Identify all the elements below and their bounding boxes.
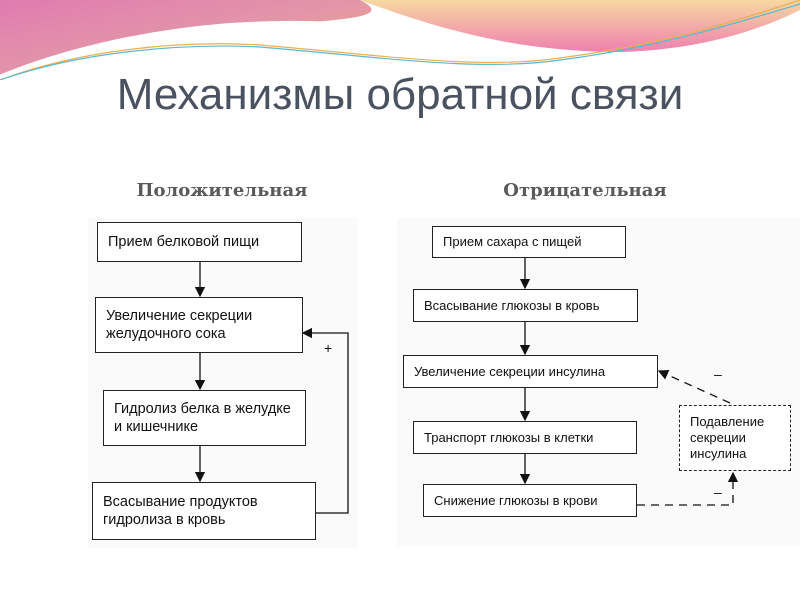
flow-box: Прием белковой пищи <box>97 222 302 262</box>
positive-sign: + <box>324 340 333 356</box>
negative-sign-top: – <box>714 366 722 382</box>
positive-heading: Положительная <box>136 180 308 201</box>
feedback-arrow <box>301 327 349 514</box>
flow-box: Снижение глюкозы в крови <box>423 484 637 517</box>
slide-title: Механизмы обратной связи <box>116 70 684 119</box>
header-decoration <box>0 0 800 80</box>
feedback-arrow <box>637 471 739 506</box>
flow-box: Увеличение секреции инсулина <box>403 355 658 388</box>
feedback-box: Подавление секреции инсулина <box>679 405 791 471</box>
flow-box: Всасывание глюкозы в кровь <box>413 289 638 322</box>
negative-heading: Отрицательная <box>503 180 667 201</box>
flow-box: Гидролиз белка в желудке и кишечнике <box>103 390 306 446</box>
flow-box: Всасывание продуктов гидролиза в кровь <box>92 482 316 540</box>
negative-sign-bottom: – <box>714 484 722 500</box>
flow-box: Прием сахара с пищей <box>432 226 626 258</box>
flow-box: Транспорт глюкозы в клетки <box>413 421 637 454</box>
flow-box: Увеличение секреции желудочного сока <box>95 297 303 353</box>
